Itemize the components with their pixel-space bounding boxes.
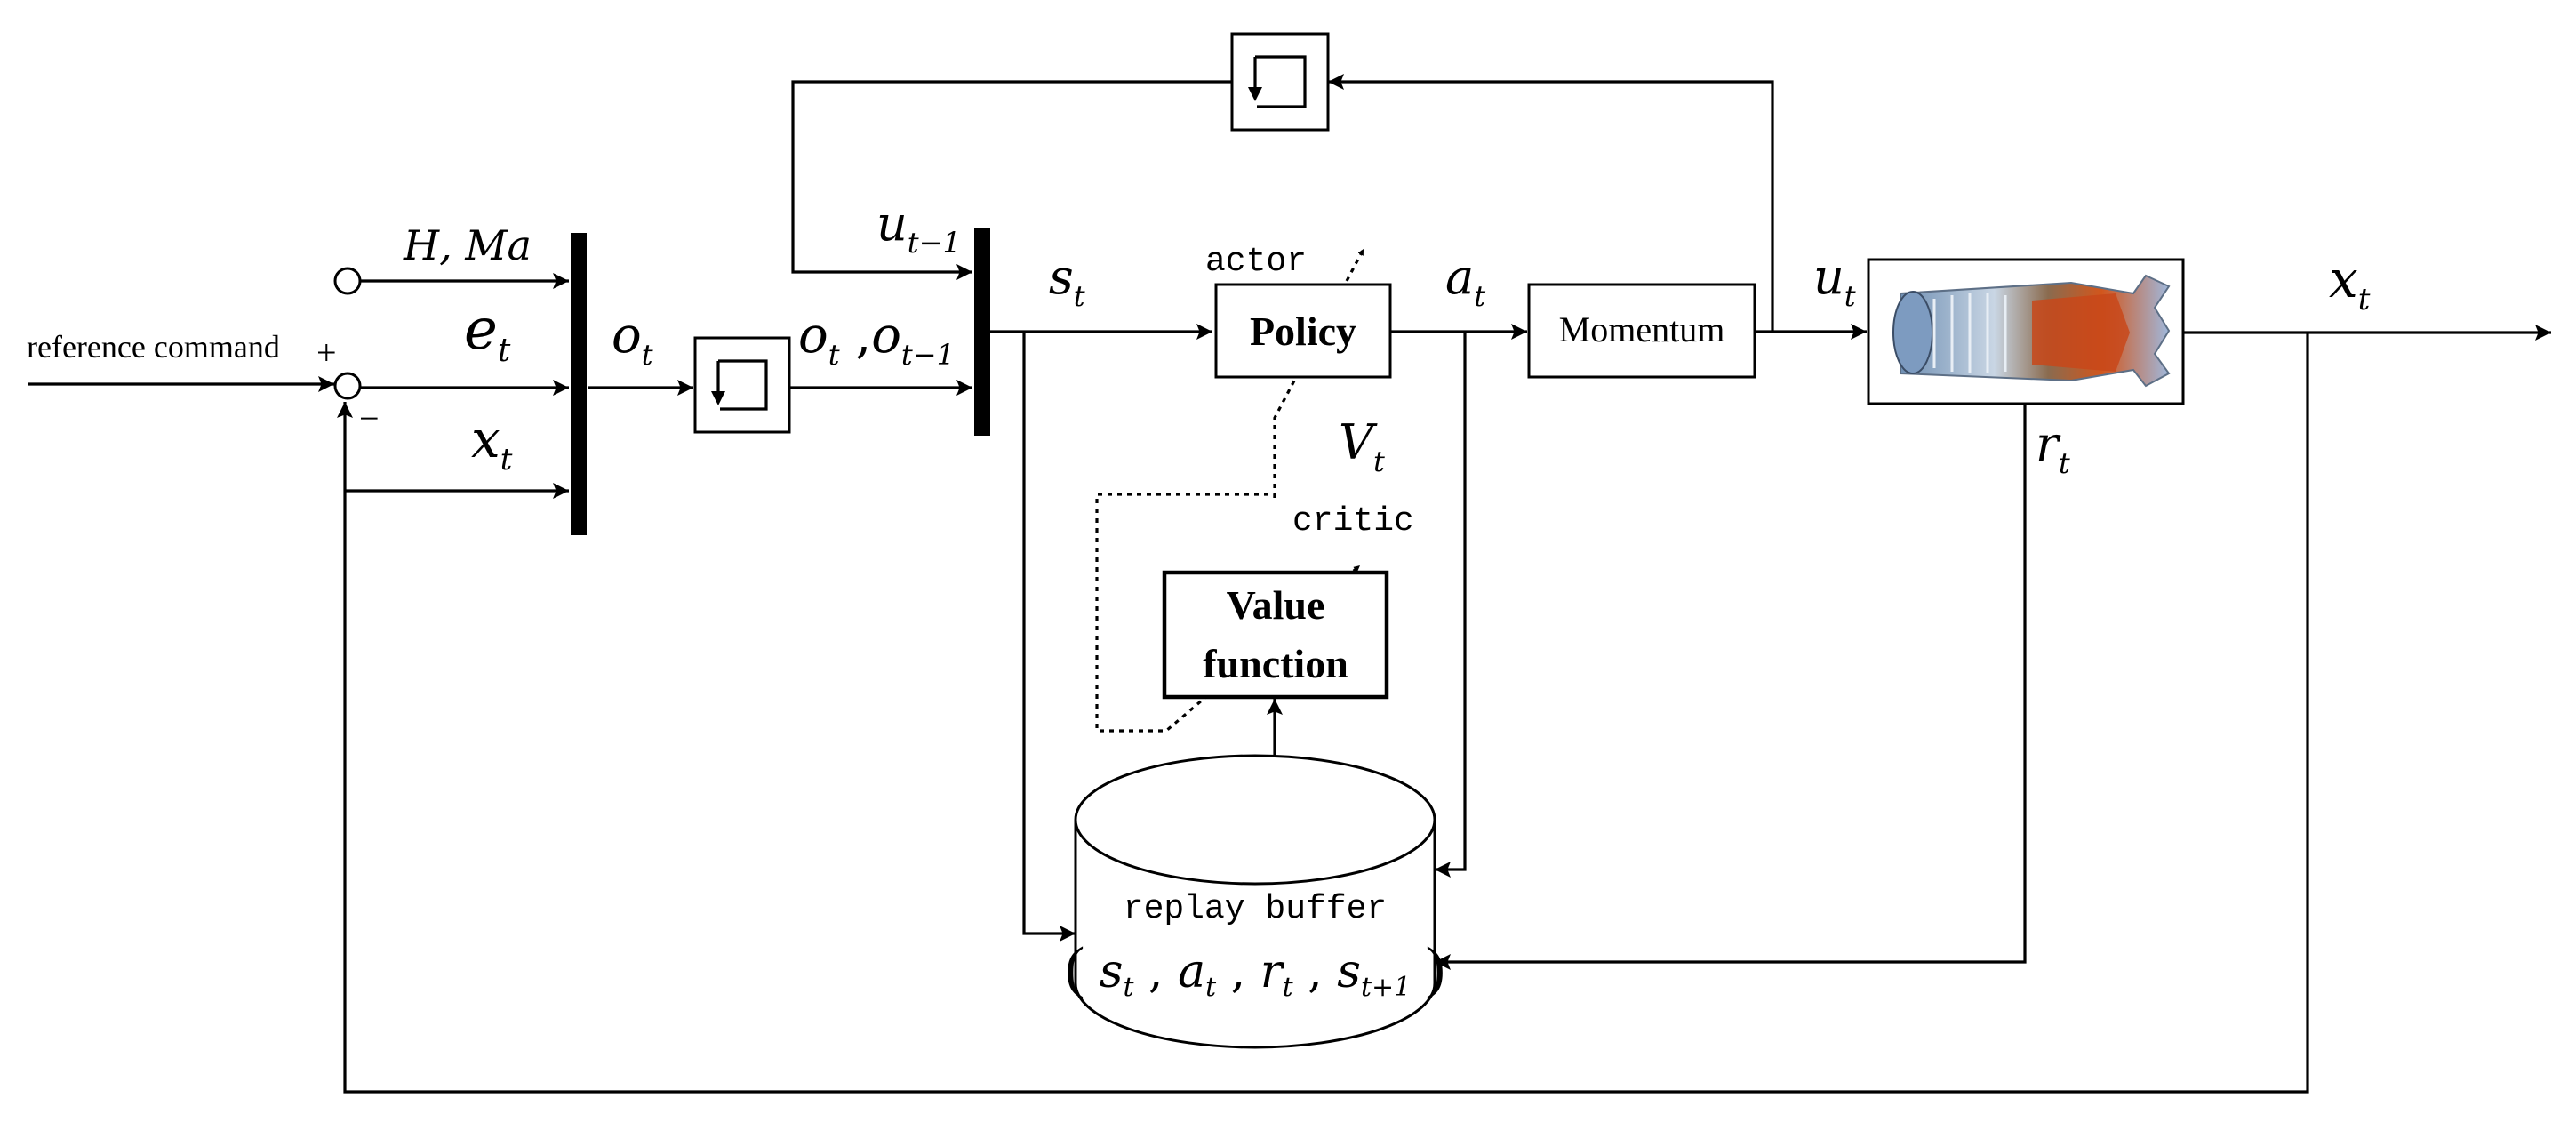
value-function-label-line2: function	[1203, 641, 1348, 686]
reference-command-label: reference command	[27, 329, 280, 365]
wire-action-to-buffer	[1435, 332, 1467, 878]
mux-bar-observation	[571, 233, 587, 535]
wire-previous-action	[1328, 74, 1774, 332]
value-function-block	[1162, 570, 1389, 700]
wire-delayed-action	[791, 80, 1232, 280]
previous-action-label: ut−1	[876, 196, 961, 260]
value-function-label-line1: Value	[1227, 582, 1325, 628]
h-ma-label: H, Ma	[403, 221, 532, 269]
replay-buffer-label: replay buffer	[1124, 890, 1387, 928]
transition-tuple: ( st , at , rt , st+1 )	[1065, 935, 1445, 1007]
wire-state-to-buffer	[1022, 332, 1076, 942]
wire-state-feedback	[337, 333, 2309, 1094]
action-label: at	[1445, 249, 1485, 313]
policy-block	[1214, 283, 1392, 379]
minus-sign: −	[359, 398, 380, 438]
value-label: Vt	[1339, 414, 1385, 478]
h-ma-input-port	[333, 267, 362, 295]
reward-label: rt	[2036, 416, 2070, 480]
wires	[28, 74, 2551, 1094]
momentum-label: Momentum	[1559, 309, 1725, 349]
error-label: et	[464, 297, 511, 369]
plus-sign: +	[316, 333, 337, 373]
state-label-input: xt	[471, 409, 513, 477]
critic-label: critic	[1292, 502, 1414, 541]
unit-delay-icon	[1230, 32, 1330, 132]
momentum-block	[1527, 283, 1756, 379]
policy-label: Policy	[1250, 309, 1356, 354]
observation-pair-label: ot ,ot−1	[798, 307, 955, 377]
wire-reward-to-buffer	[1435, 404, 2027, 970]
mux-bar-state	[974, 228, 990, 436]
observation-label: ot	[612, 307, 653, 372]
replay-buffer: replay buffer ( st , at , rt , st+1 )	[1065, 754, 1445, 1049]
unit-delay-icon	[693, 336, 791, 434]
control-label: ut	[1813, 249, 1856, 313]
summing-junction	[333, 372, 362, 400]
state-label: st	[1049, 249, 1085, 313]
actor-label: actor	[1205, 243, 1307, 281]
output-state-label: xt	[2329, 249, 2371, 317]
turbofan-engine-icon	[1867, 258, 2185, 405]
